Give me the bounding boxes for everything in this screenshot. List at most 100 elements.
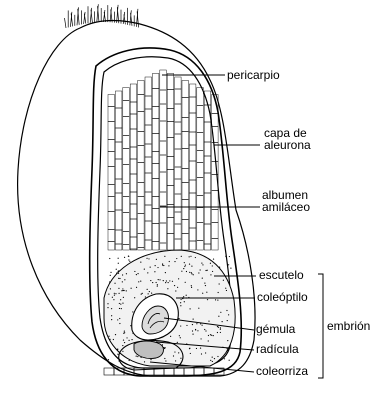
stipple-dot xyxy=(164,358,165,359)
stipple-dot xyxy=(136,274,137,275)
stipple-dot xyxy=(176,258,177,259)
stipple-dot xyxy=(180,305,181,306)
stipple-dot xyxy=(131,288,132,289)
endosperm-cell xyxy=(145,77,152,96)
endosperm-cell xyxy=(138,248,145,251)
stipple-dot xyxy=(148,293,149,294)
stipple-dot xyxy=(218,316,219,317)
stipple-dot xyxy=(192,324,193,325)
endosperm-cell xyxy=(182,98,189,118)
endosperm-cell xyxy=(189,180,196,193)
endosperm-cell xyxy=(130,159,137,174)
endosperm-cell xyxy=(108,185,115,197)
endosperm-cell xyxy=(123,149,130,165)
stipple-dot xyxy=(192,334,193,335)
endosperm-cell xyxy=(152,197,159,209)
endosperm-cell xyxy=(145,240,152,250)
stipple-dot xyxy=(140,280,141,281)
stipple-dot xyxy=(202,325,203,326)
endosperm-cell xyxy=(115,108,122,128)
endosperm-cell xyxy=(175,167,182,179)
stipple-dot xyxy=(121,308,122,309)
stipple-dot xyxy=(186,325,187,326)
stipple-dot xyxy=(172,281,173,282)
stipple-dot xyxy=(213,258,214,259)
stipple-dot xyxy=(112,297,113,298)
endosperm-cell xyxy=(182,183,189,200)
endosperm-cell xyxy=(138,234,145,248)
stipple-dot xyxy=(175,290,176,291)
stipple-dot xyxy=(114,283,115,284)
stipple-dot xyxy=(208,340,209,341)
stipple-dot xyxy=(215,299,216,300)
stipple-dot xyxy=(118,263,119,264)
endosperm-cell xyxy=(123,88,130,101)
endosperm-cell xyxy=(145,144,152,157)
base-cell xyxy=(104,368,114,375)
stipple-dot xyxy=(118,273,119,274)
stipple-dot xyxy=(157,285,158,286)
stipple-dot xyxy=(107,307,108,308)
endosperm-cell xyxy=(145,205,152,221)
endosperm-cell xyxy=(212,239,219,251)
stipple-dot xyxy=(227,340,228,341)
endosperm-cell xyxy=(189,145,196,161)
endosperm-cell xyxy=(145,221,152,240)
stipple-dot xyxy=(224,358,225,359)
endosperm-cell xyxy=(115,128,122,142)
hair-stroke xyxy=(124,14,126,24)
stipple-dot xyxy=(165,282,166,283)
stipple-dot xyxy=(124,331,125,332)
brush-hairs xyxy=(65,4,139,28)
stipple-dot xyxy=(113,339,114,340)
endosperm-cell xyxy=(167,234,174,251)
stipple-dot xyxy=(177,342,178,343)
stipple-dot xyxy=(136,356,137,357)
base-cell xyxy=(184,368,194,375)
stipple-dot xyxy=(114,293,115,294)
stipple-dot xyxy=(179,335,180,336)
endosperm-cell xyxy=(108,95,115,107)
endosperm-cell xyxy=(167,74,174,90)
endosperm-cell xyxy=(130,237,137,249)
endosperm-cell xyxy=(160,141,167,155)
stipple-dot xyxy=(198,308,199,309)
stipple-dot xyxy=(151,293,152,294)
stipple-dot xyxy=(122,288,123,289)
stipple-dot xyxy=(150,267,151,268)
stipple-dot xyxy=(137,356,138,357)
endosperm-cell xyxy=(160,243,167,250)
endosperm-cell xyxy=(123,101,130,117)
endosperm-cell xyxy=(138,163,145,183)
endosperm-cell xyxy=(145,109,152,125)
endosperm-cell xyxy=(204,142,211,156)
stipple-dot xyxy=(117,354,118,355)
embryo-bracket xyxy=(318,274,323,378)
endosperm-cell xyxy=(130,204,137,219)
endosperm-cell xyxy=(175,104,182,122)
stipple-dot xyxy=(124,257,125,258)
endosperm-cell xyxy=(167,138,174,157)
endosperm-cell xyxy=(197,178,204,196)
endosperm-cell xyxy=(115,159,122,179)
endosperm-cell xyxy=(197,223,204,241)
endosperm-cell xyxy=(108,107,115,122)
stipple-dot xyxy=(174,261,175,262)
stipple-dot xyxy=(167,288,168,289)
stipple-dot xyxy=(189,272,190,273)
endosperm-cell xyxy=(108,140,115,152)
endosperm-cell xyxy=(197,118,204,133)
stipple-dot xyxy=(162,265,163,266)
hair-stroke xyxy=(65,18,67,28)
stipple-dot xyxy=(111,308,112,309)
stipple-dot xyxy=(124,290,125,291)
endosperm-cell xyxy=(123,117,130,136)
stipple-dot xyxy=(109,281,110,282)
stipple-dot xyxy=(189,256,190,257)
stipple-dot xyxy=(147,272,148,273)
endosperm-cell xyxy=(152,134,159,152)
stipple-dot xyxy=(225,256,226,257)
stipple-dot xyxy=(229,256,230,257)
endosperm-cell xyxy=(167,122,174,138)
